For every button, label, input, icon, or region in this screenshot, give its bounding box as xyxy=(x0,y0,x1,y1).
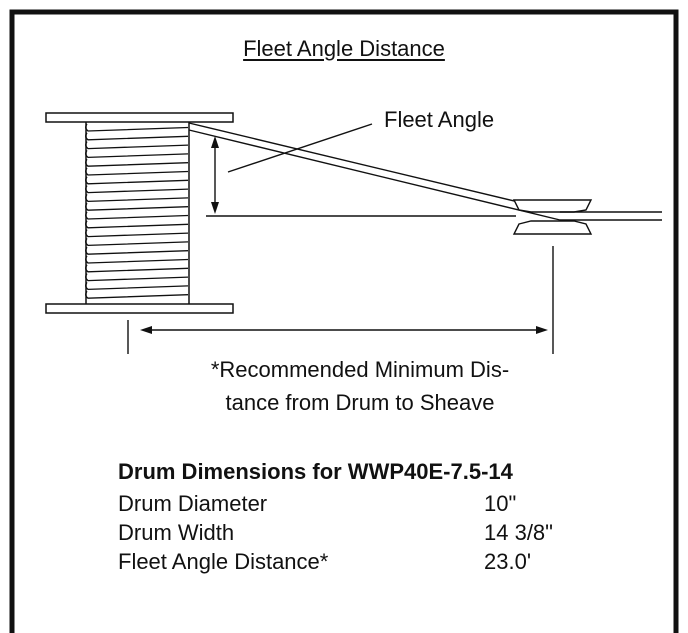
distance-note-line-1: *Recommended Minimum Dis- xyxy=(210,357,510,382)
dimension-value-diameter: 10" xyxy=(484,491,517,516)
fleet-angle-leader xyxy=(227,123,373,173)
fleet-angle-label: Fleet Angle xyxy=(384,107,495,132)
rope-coil xyxy=(85,132,189,141)
dimension-label-diameter: Drum Diameter xyxy=(118,491,268,516)
sheave xyxy=(512,199,593,235)
offset-arrow-bottom-head xyxy=(211,202,219,214)
dimension-label-fleet-distance: Fleet Angle Distance* xyxy=(118,549,329,574)
rope-coil xyxy=(85,194,189,203)
rope-coil xyxy=(85,185,189,194)
rope-coil xyxy=(85,176,189,185)
rope-coil xyxy=(85,238,189,247)
rope-coil xyxy=(85,123,189,132)
drum-bottom-flange xyxy=(45,303,234,314)
rope-coil xyxy=(85,255,189,264)
distance-arrow-left-head xyxy=(140,326,152,334)
rope-coil xyxy=(85,141,189,150)
rope-coil xyxy=(85,158,189,167)
rope-coil xyxy=(85,290,189,299)
drum-rope-coils xyxy=(85,123,189,299)
frame-border xyxy=(9,9,679,633)
dimension-value-width: 14 3/8" xyxy=(484,520,553,545)
rope-coil xyxy=(85,273,189,282)
rope-coil xyxy=(85,264,189,273)
rope-coil xyxy=(85,282,189,291)
rope-upper-edge xyxy=(188,122,561,213)
distance-note: *Recommended Minimum Dis- tance from Dru… xyxy=(130,353,590,419)
rope-coil xyxy=(85,229,189,238)
rope-lower-edge xyxy=(188,129,561,221)
distance-note-line-2: tance from Drum to Sheave xyxy=(225,390,495,415)
dimension-value-fleet-distance: 23.0' xyxy=(484,549,532,574)
dimensions-title: Drum Dimensions for WWP40E-7.5-14 xyxy=(118,459,513,484)
rope-coil xyxy=(85,246,189,255)
rope-coil xyxy=(85,202,189,211)
dimension-label-width: Drum Width xyxy=(118,520,235,545)
offset-arrow-top-head xyxy=(211,136,219,148)
rope-coil xyxy=(85,167,189,176)
drum-top-flange xyxy=(45,112,234,123)
diagram-title: Fleet Angle Distance xyxy=(243,36,445,61)
distance-arrow-right-head xyxy=(536,326,548,334)
rope-coil xyxy=(85,211,189,220)
rope-coil xyxy=(85,220,189,229)
rope-coil xyxy=(85,150,189,159)
